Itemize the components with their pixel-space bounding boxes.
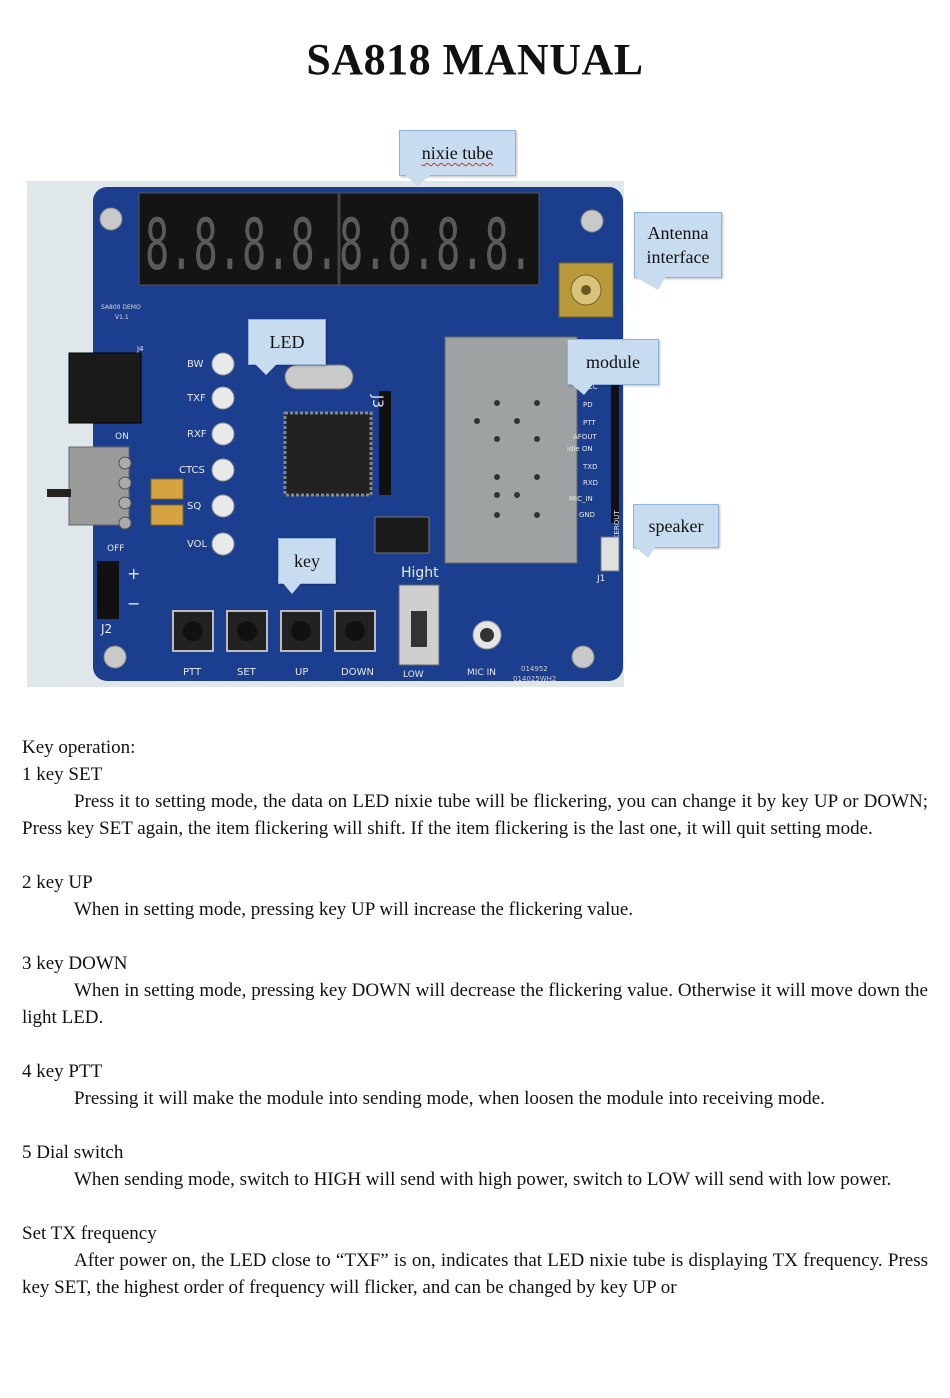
mcu-chip	[283, 411, 373, 497]
svg-text:idle ON: idle ON	[567, 445, 593, 453]
board-figure: 8.8.8.8.8.8.8.8. J4 SA800 DEMO V1.1 ON O…	[27, 130, 722, 687]
svg-text:−: −	[127, 594, 140, 613]
led-ctcs	[211, 458, 235, 482]
section-heading: Set TX frequency	[22, 1223, 157, 1244]
j3-header	[379, 391, 391, 495]
svg-text:SPEAKEROUT: SPEAKEROUT	[613, 510, 621, 557]
speaker-connector	[600, 536, 620, 572]
svg-text:ON: ON	[115, 432, 129, 442]
svg-text:PTT: PTT	[183, 667, 202, 678]
section-heading: 1 key SET	[22, 764, 103, 785]
section-heading: 2 key UP	[22, 872, 93, 893]
mount-hole-bl	[103, 645, 127, 669]
page-title: SA818 MANUAL	[306, 35, 644, 84]
manual-body: Key operation: 1 key SET Press it to set…	[22, 734, 928, 1301]
svg-text:GND: GND	[579, 511, 595, 519]
board-photo: 8.8.8.8.8.8.8.8. J4 SA800 DEMO V1.1 ON O…	[27, 181, 624, 687]
svg-text:SQ: SQ	[187, 501, 201, 512]
callout-speaker: speaker	[633, 504, 719, 548]
svg-text:RXF: RXF	[187, 429, 207, 440]
svg-text:CTCS: CTCS	[179, 465, 205, 476]
svg-text:SA800 DEMO: SA800 DEMO	[101, 304, 141, 311]
section-heading: Key operation:	[22, 737, 136, 758]
dc-jack	[68, 352, 142, 424]
crystal	[284, 364, 354, 390]
section-heading: 4 key PTT	[22, 1061, 103, 1082]
section-text: When in setting mode, pressing key UP wi…	[74, 899, 634, 920]
led-txf	[211, 386, 235, 410]
svg-text:J2: J2	[100, 622, 112, 636]
svg-text:V1.1: V1.1	[115, 314, 129, 321]
section-heading: 5 Dial switch	[22, 1142, 124, 1163]
svg-text:SET: SET	[237, 667, 257, 678]
led-sq	[211, 494, 235, 518]
board-illustration: 8.8.8.8.8.8.8.8. J4 SA800 DEMO V1.1 ON O…	[47, 187, 623, 683]
section-heading: 3 key DOWN	[22, 953, 128, 974]
callout-nixie-tube: nixie tube	[399, 130, 516, 176]
callout-antenna-interface: Antenna interface	[634, 212, 722, 278]
svg-text:AFOUT: AFOUT	[573, 433, 597, 441]
callout-led: LED	[248, 319, 326, 365]
svg-text:MIC_IN: MIC_IN	[569, 495, 593, 503]
power-switch	[68, 446, 130, 526]
mount-hole-br	[571, 645, 595, 669]
small-ic	[374, 516, 430, 554]
svg-text:014952: 014952	[521, 665, 548, 673]
svg-text:PTT: PTT	[583, 419, 596, 427]
push-keys	[172, 610, 376, 652]
callout-module: module	[567, 339, 659, 385]
svg-text:OFF: OFF	[107, 544, 124, 554]
section-text: Press it to setting mode, the data on LE…	[22, 791, 928, 839]
svg-text:Hight: Hight	[401, 565, 439, 581]
svg-text:TXF: TXF	[186, 393, 206, 404]
led-column: BW TXF RXF CTCS SQ VOL	[179, 359, 208, 550]
led-vol	[211, 532, 235, 556]
svg-text:PD: PD	[583, 401, 593, 409]
svg-text:MIC IN: MIC IN	[467, 668, 496, 678]
led-rxf	[211, 422, 235, 446]
svg-text:J1: J1	[596, 574, 605, 584]
svg-text:+: +	[127, 564, 140, 583]
section-text: After power on, the LED close to “TXF” i…	[22, 1250, 928, 1298]
led-bw	[211, 352, 235, 376]
svg-text:J3: J3	[369, 394, 385, 408]
svg-text:RXD: RXD	[583, 479, 598, 487]
nixie-digits: 8.8.8.8.8.8.8.8.	[145, 204, 533, 286]
svg-text:VOL: VOL	[187, 539, 208, 550]
sa818-module	[444, 336, 578, 564]
svg-text:UP: UP	[295, 667, 308, 678]
section-text: When sending mode, switch to HIGH will s…	[74, 1169, 892, 1190]
svg-text:TXD: TXD	[582, 463, 597, 471]
mount-hole-tr	[580, 209, 604, 233]
svg-text:BW: BW	[187, 359, 204, 370]
svg-text:J4: J4	[136, 345, 144, 353]
section-text: Pressing it will make the module into se…	[74, 1088, 825, 1109]
key-labels: PTT SET UP DOWN	[183, 667, 374, 678]
svg-text:LOW: LOW	[403, 670, 424, 680]
svg-text:DOWN: DOWN	[341, 667, 374, 678]
mount-hole-tl	[99, 207, 123, 231]
svg-text:014025WH2: 014025WH2	[513, 675, 556, 683]
callout-key: key	[278, 538, 336, 584]
j2-header	[97, 561, 119, 619]
section-text: When in setting mode, pressing key DOWN …	[22, 980, 928, 1028]
